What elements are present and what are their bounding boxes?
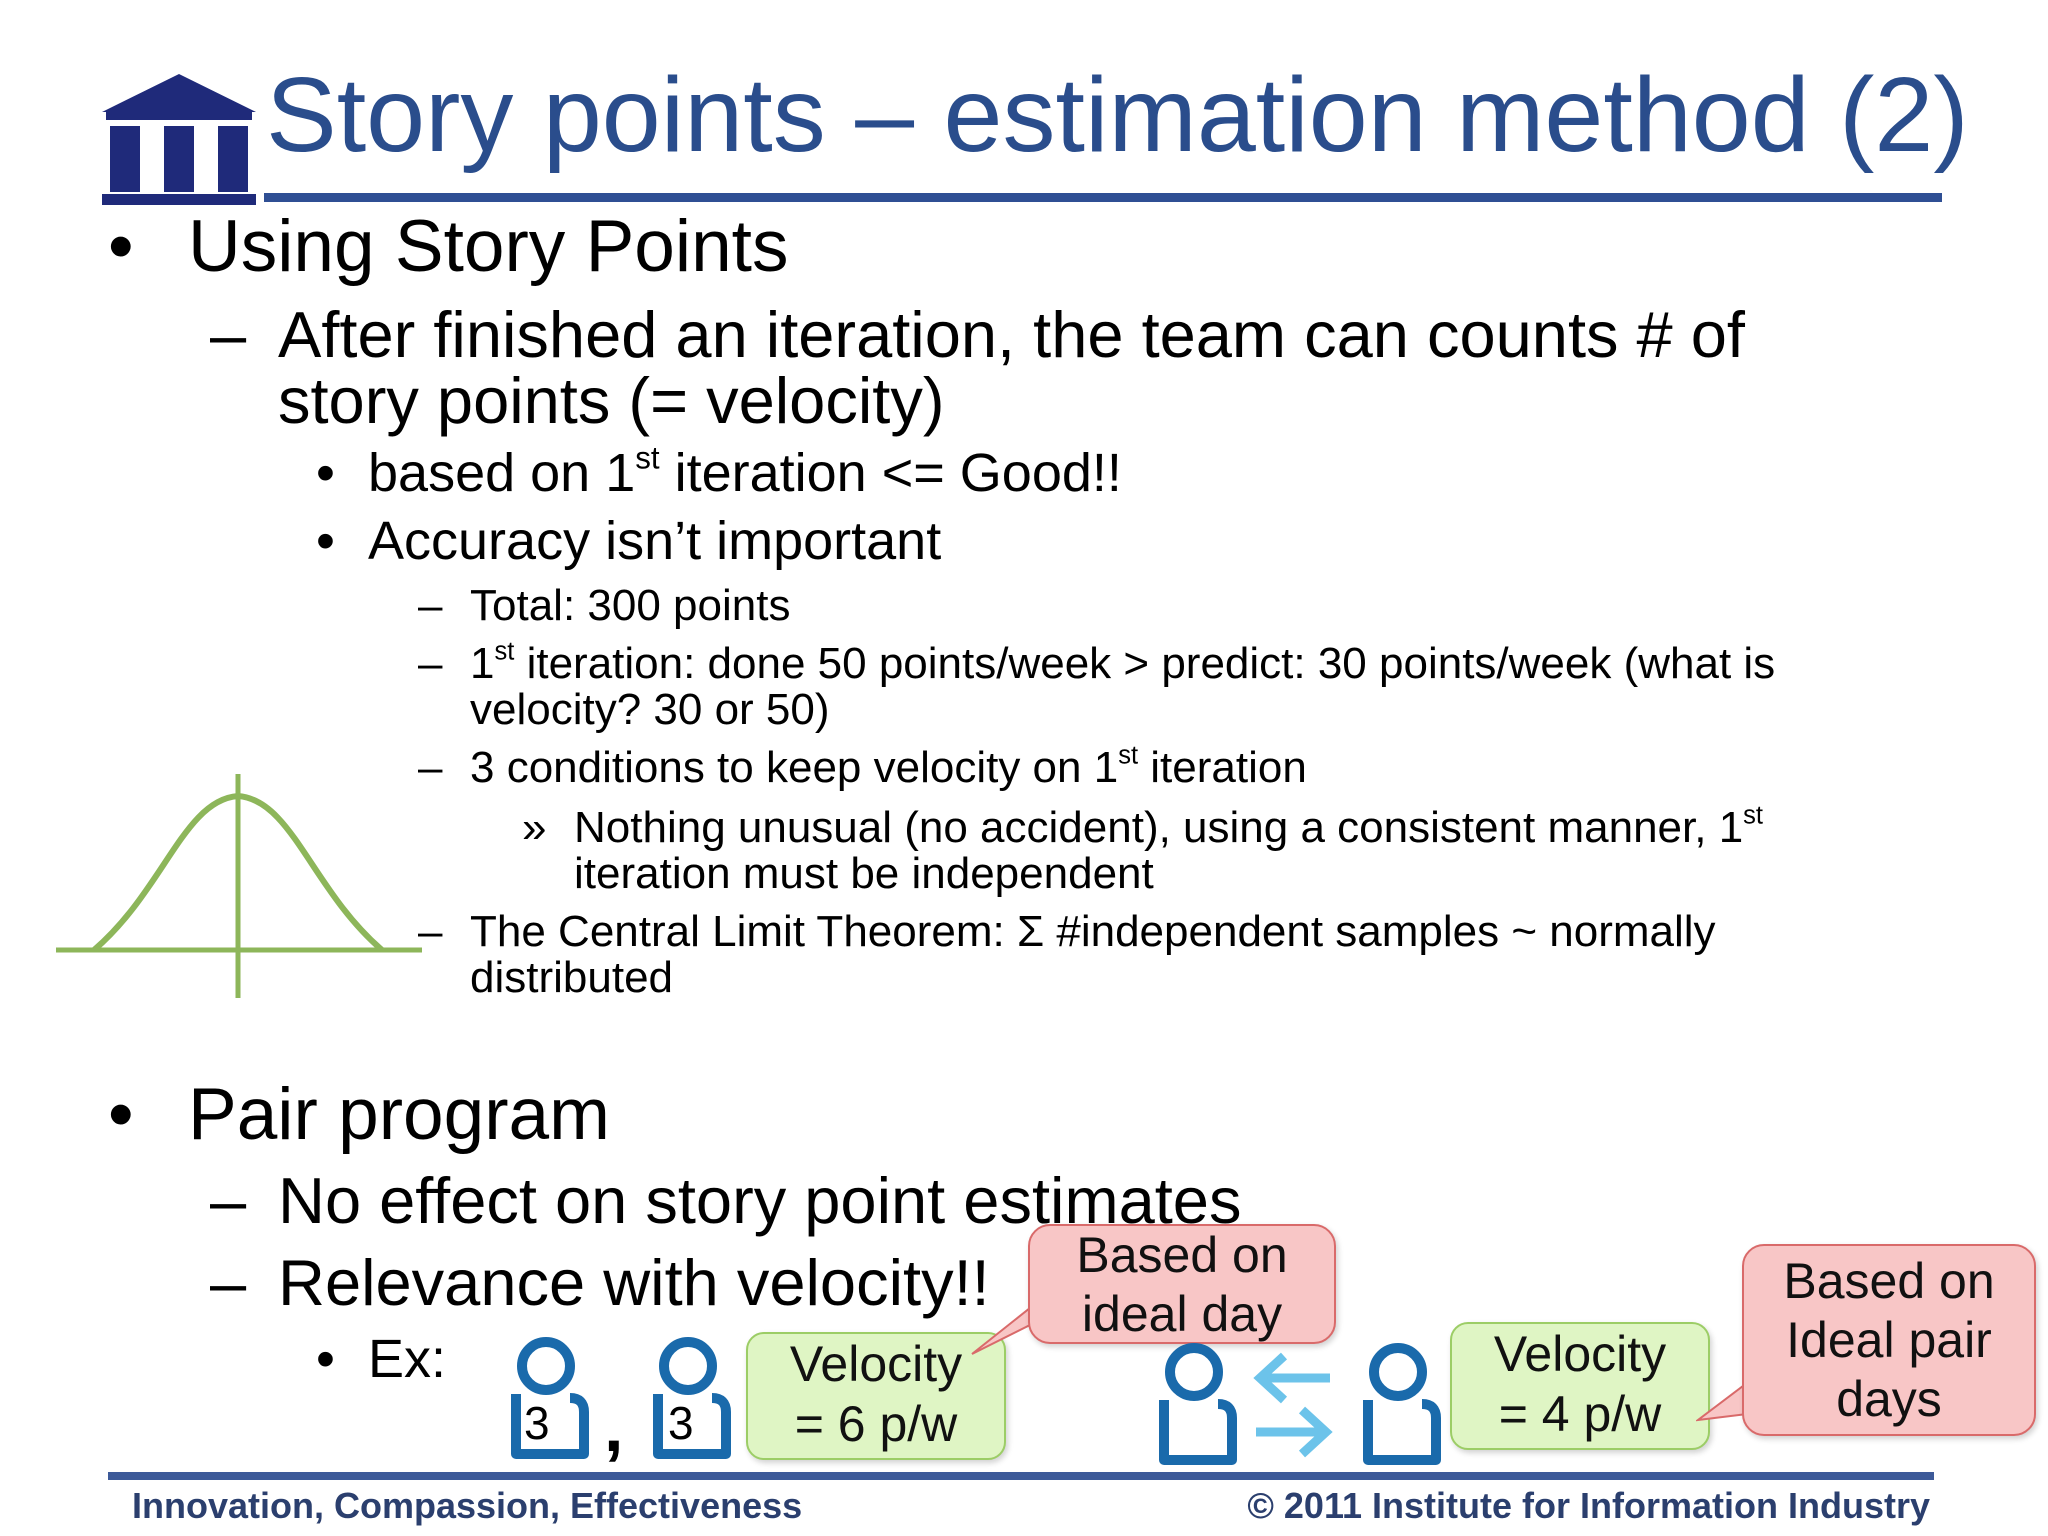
bullet-three-conditions: 3 conditions to keep velocity on 1st ite… [470,741,1307,792]
footer-copyright: © 2011 Institute for Information Industr… [1247,1485,1930,1526]
callout-line: Based on [1783,1252,1995,1309]
bullet-dot: • [108,1074,134,1155]
bullet-nothing-unusual-line2: iteration must be independent [574,849,1154,898]
bullet-using-story-points: Using Story Points [188,206,789,287]
slide-title: Story points – estimation method (2) [266,56,1969,174]
sub-bullet-iteration-line1: After finished an iteration, the team ca… [278,298,1745,371]
bullet-chevron: » [522,803,547,852]
bullet-dash: – [418,581,443,630]
velocity-value: = 4 p/w [1498,1386,1662,1442]
callout-line: ideal day [1081,1286,1283,1342]
callout-line: Ideal pair [1786,1311,1992,1368]
bullet-pair-program: Pair program [188,1074,610,1155]
comma-separator: , [604,1388,624,1466]
normal-distribution-icon [56,774,422,998]
callout-line: days [1836,1370,1942,1427]
person-icon [1363,1343,1441,1465]
bullet-dash: – [418,907,443,956]
bullet-dash: – [418,743,443,792]
title-divider [264,193,1942,202]
callout-line: Based on [1076,1227,1288,1283]
velocity-value: = 6 p/w [794,1396,958,1452]
velocity-label: Velocity [789,1336,963,1392]
swap-arrows-icon [1253,1352,1333,1458]
velocity-box-4: Velocity = 4 p/w [1450,1322,1710,1450]
person-b-number: 3 [668,1397,694,1449]
person-icon [1159,1343,1237,1465]
bullet-dot: • [316,511,335,571]
person-a-number: 3 [524,1397,550,1449]
bullet-based-on-first-iteration: based on 1st iteration <= Good!! [368,440,1122,503]
velocity-label: Velocity [1493,1326,1667,1382]
bullet-dash: – [210,1246,247,1319]
bullet-accuracy: Accuracy isn’t important [368,511,942,571]
bullet-total-points: Total: 300 points [470,581,791,630]
bullet-dot: • [316,443,335,503]
callout-ideal-pair-days: Based on Ideal pair days [1742,1244,2036,1436]
bullet-clt-line2: distributed [470,953,674,1002]
bullet-clt-line1: The Central Limit Theorem: Σ #independen… [470,907,1716,956]
bullet-dot: • [108,206,134,287]
sub-bullet-iteration-line2: story points (= velocity) [278,364,945,437]
bullet-first-iteration-line2: velocity? 30 or 50) [470,685,830,734]
bullet-nothing-unusual-line1: Nothing unusual (no accident), using a c… [574,801,1764,852]
bullet-dash: – [418,639,443,688]
bullet-dash: – [210,1164,247,1237]
footer-slogan: Innovation, Compassion, Effectiveness [132,1485,803,1526]
sub-bullet-relevance: Relevance with velocity!! [278,1246,990,1319]
bullet-dash: – [210,298,247,371]
institute-logo-icon [102,74,256,205]
bullet-dot: • [316,1329,335,1389]
bullet-first-iteration-line1: 1st iteration: done 50 points/week > pre… [470,637,1776,688]
sub-bullet-no-effect: No effect on story point estimates [278,1164,1242,1237]
bullet-example: Ex: [368,1329,447,1389]
velocity-box-6: Velocity = 6 p/w [746,1332,1006,1460]
footer-divider [108,1472,1934,1480]
person-icon [653,1337,731,1459]
person-icon [511,1337,589,1459]
callout-ideal-day: Based on ideal day [1028,1224,1336,1344]
